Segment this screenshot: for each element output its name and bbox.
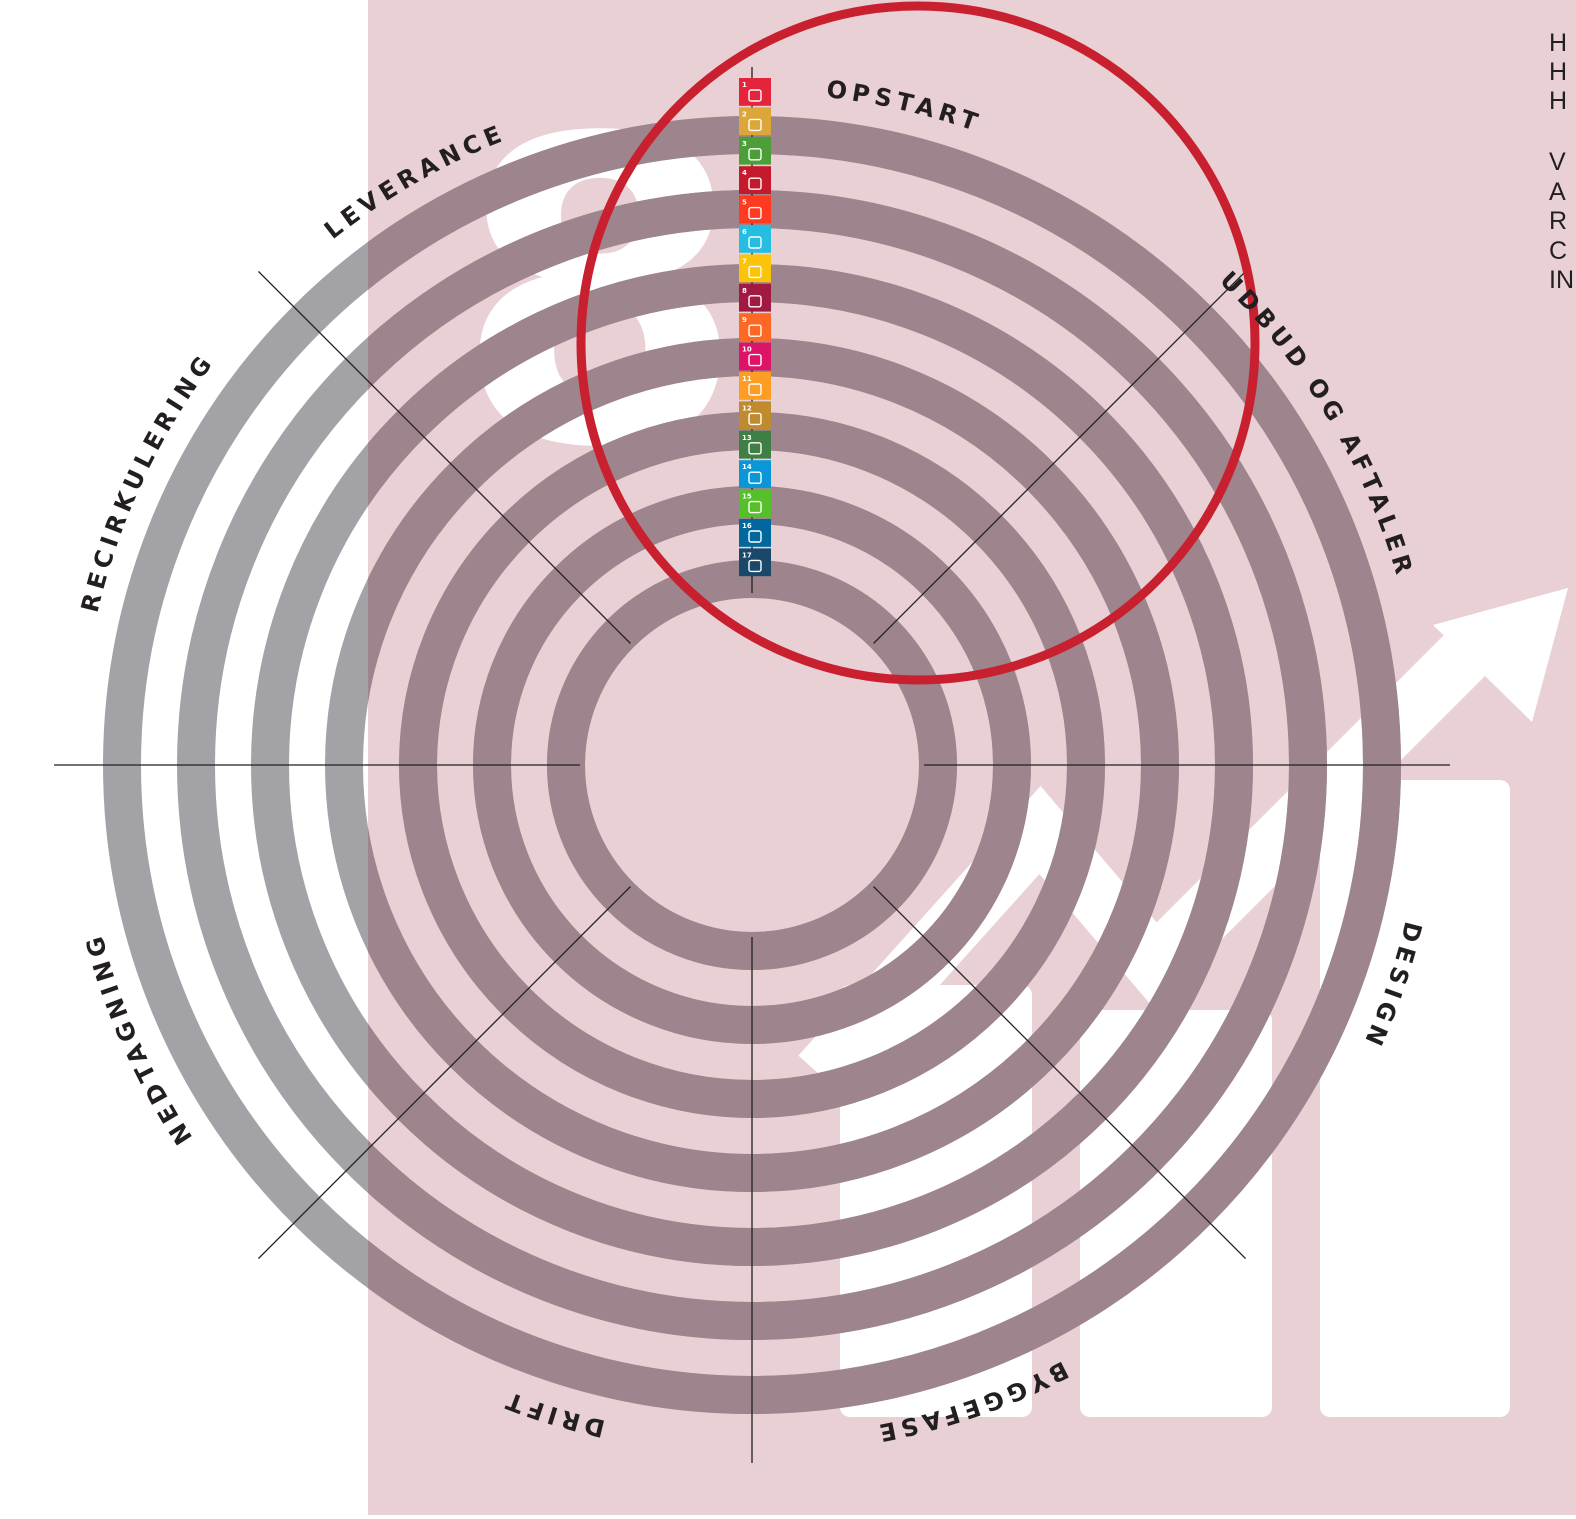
sdg-goal-15-number: 15: [742, 493, 752, 501]
book-icon: [748, 177, 762, 190]
sdg-goal-5: 5: [739, 195, 771, 224]
highlight-circle-layer: [576, 1, 1260, 685]
phase-divider-5: [257, 886, 631, 1260]
side-text-line-1: H: [1549, 29, 1568, 57]
growth-chart-icon: [748, 295, 762, 308]
tree-icon: [748, 500, 762, 514]
sdg-goal-12: 12: [739, 401, 771, 430]
city-icon: [748, 383, 762, 396]
sdg-goal-8: 8: [739, 283, 771, 312]
phase-divider-3: [873, 886, 1247, 1260]
phase-divider-7: [257, 270, 631, 644]
sdg-goal-3: 3: [739, 136, 771, 165]
cubes-icon: [748, 324, 762, 337]
sdg-goal-5-number: 5: [742, 199, 747, 207]
phase-divider-1: [873, 270, 1247, 644]
sdg-goal-17-number: 17: [742, 551, 752, 559]
sdg-goal-14: 14: [739, 460, 771, 488]
sdg-goal-17: 17: [739, 548, 771, 577]
infinity-icon: [748, 412, 762, 426]
partnership-icon: [748, 559, 762, 573]
equality-icon: [748, 353, 762, 367]
sdg-goal-10-number: 10: [742, 346, 752, 354]
sdg-goal-2-number: 2: [742, 110, 747, 118]
sdg-goal-9-number: 9: [742, 316, 747, 324]
sdg-goal-10: 10: [739, 342, 771, 371]
sdg-goal-8-number: 8: [742, 287, 747, 295]
graphic-bar-3: [1320, 780, 1510, 1417]
sdg-goal-13-number: 13: [742, 434, 752, 442]
side-text-line-8: IN: [1549, 266, 1574, 294]
sdg-goal-13: 13: [739, 430, 771, 459]
sdg-goal-3-number: 3: [742, 140, 747, 148]
eye-globe-icon: [748, 442, 762, 455]
sdg-goal-2: 2: [739, 107, 771, 136]
sdg-goal-14-number: 14: [742, 463, 752, 471]
gender-icon: [748, 206, 762, 220]
sdg-goal-7: 7: [739, 254, 771, 283]
sdg-goal-11: 11: [739, 372, 771, 400]
water-drop-icon: [748, 236, 762, 249]
sdg-goal-15: 15: [739, 489, 771, 518]
sdg-goal-1: 1: [739, 78, 771, 106]
side-text-line-4: V: [1549, 148, 1566, 176]
fish-icon: [748, 471, 762, 484]
sdg-goal-16: 16: [739, 519, 771, 547]
sdg-goal-4: 4: [739, 166, 771, 194]
sdg-goal-1-number: 1: [742, 81, 747, 89]
sdg-goal-9: 9: [739, 313, 771, 341]
sdg-goal-7-number: 7: [742, 257, 747, 265]
sdg-goal-6-number: 6: [742, 228, 747, 236]
sun-icon: [748, 265, 762, 279]
heartbeat-icon: [748, 148, 762, 161]
sdg-goal-16-number: 16: [742, 522, 752, 530]
side-text-line-3: H: [1549, 87, 1568, 115]
side-text-line-5: A: [1549, 178, 1566, 206]
side-text-line-6: R: [1549, 207, 1568, 235]
sdg-goal-4-number: 4: [742, 169, 747, 177]
sdg-goal-6: 6: [739, 225, 771, 253]
graphic-arrowhead: [1433, 588, 1568, 722]
side-text-line-2: H: [1549, 58, 1568, 86]
sdg-goal-11-number: 11: [742, 375, 752, 383]
side-text-line-7: C: [1549, 237, 1568, 265]
sdg-goal-12-number: 12: [742, 404, 752, 412]
bowl-icon: [748, 118, 762, 132]
highlight-circle: [576, 1, 1260, 685]
dove-icon: [748, 530, 762, 543]
family-icon: [748, 89, 762, 102]
